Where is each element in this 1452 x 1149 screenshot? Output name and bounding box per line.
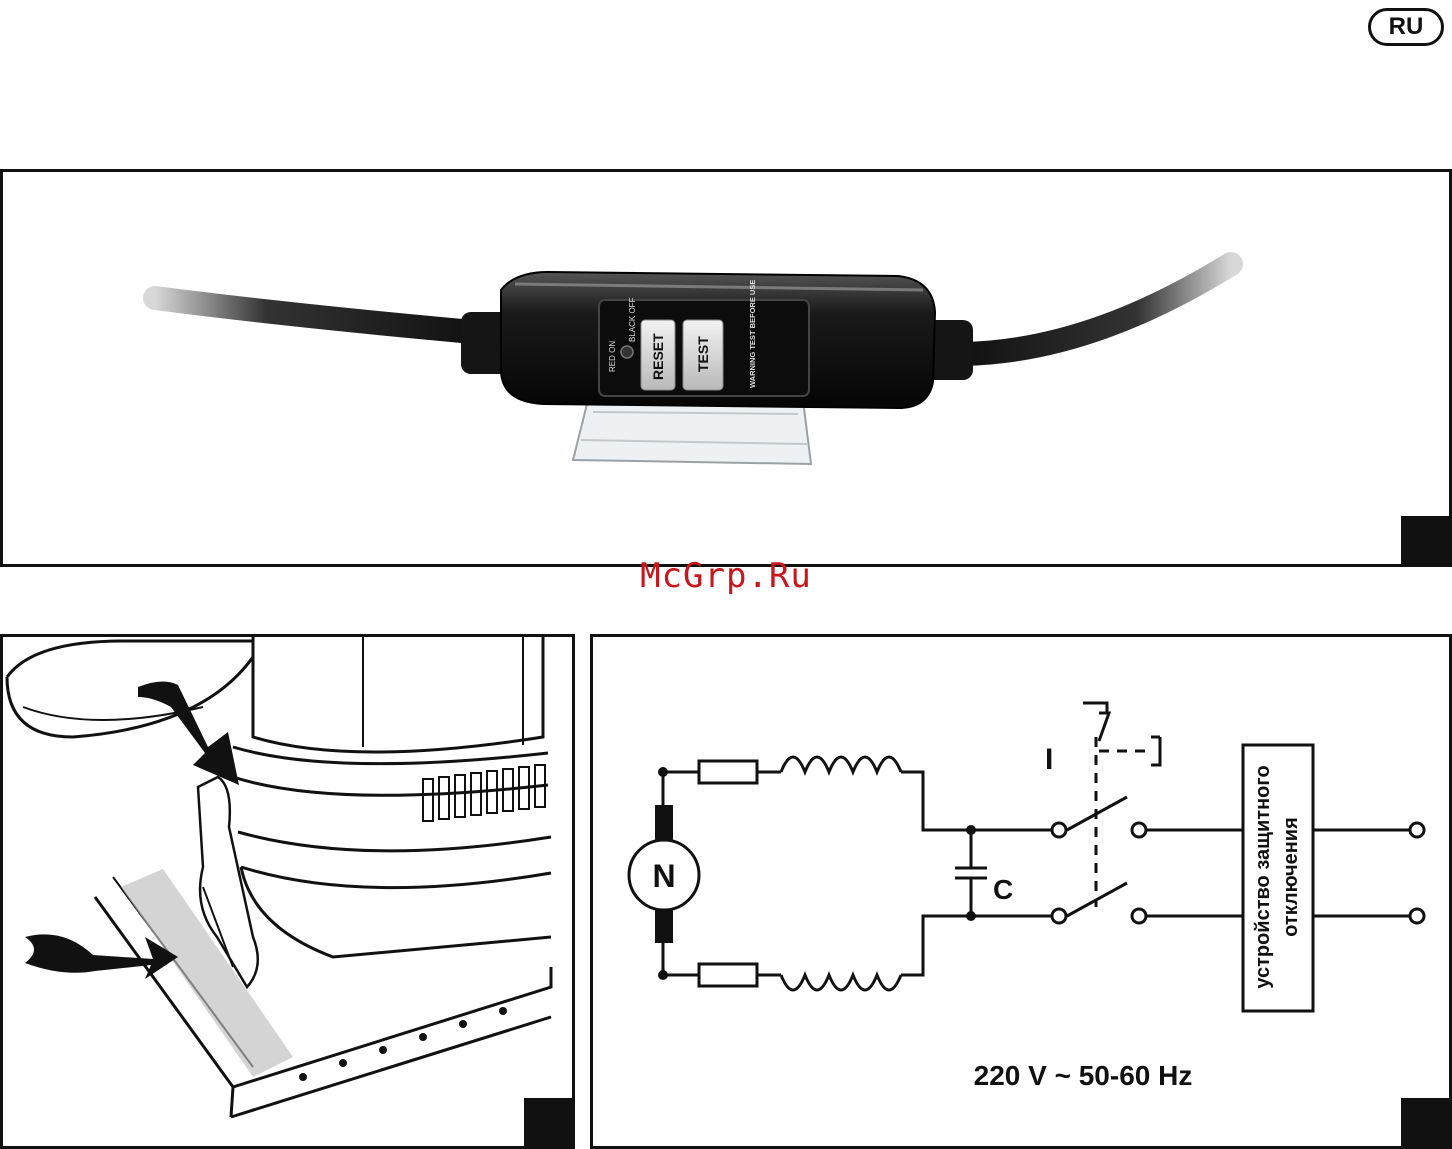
sander-clamp-illustration (3, 637, 572, 1146)
inductor-top (781, 757, 901, 772)
resistor-bottom (699, 964, 757, 986)
arrow-lower (25, 934, 178, 979)
rcd-label-line1: устройство защитного (1252, 765, 1274, 988)
motor-label: N (652, 858, 675, 894)
watermark: McGrp.Ru (0, 556, 1452, 596)
figure-marker-tab (524, 1098, 572, 1146)
indicator-black-label: BLACK OFF (628, 297, 637, 342)
figure-marker-tab (1401, 1098, 1449, 1146)
capacitor-label: C (993, 874, 1013, 905)
supply-label: 220 V ~ 50-60 Hz (974, 1060, 1193, 1091)
language-badge: RU (1368, 8, 1444, 46)
reset-button-label: RESET (650, 333, 666, 380)
language-badge-label: RU (1389, 13, 1424, 41)
resistor-top (699, 761, 757, 783)
inductor-bottom (781, 975, 901, 990)
circuit-diagram: N C I устройство защитного отключения 22… (593, 637, 1449, 1146)
figure-rcd-device-panel: RED ON BLACK OFF RESET TEST WARNING TEST… (0, 169, 1452, 567)
indicator-light (621, 346, 633, 358)
warning-label: WARNING TEST BEFORE USE (748, 280, 757, 388)
switch-label: I (1045, 743, 1053, 776)
cable-left (155, 298, 473, 332)
cable-right (963, 264, 1231, 354)
arrow-upper (138, 681, 239, 785)
test-button-label: TEST (695, 336, 711, 372)
rcd-device-illustration: RED ON BLACK OFF RESET TEST WARNING TEST… (3, 172, 1449, 564)
figure-circuit-panel: N C I устройство защитного отключения 22… (590, 634, 1452, 1149)
rcd-label-line2: отключения (1280, 817, 1302, 937)
indicator-red-label: RED ON (608, 341, 617, 372)
figure-sander-panel (0, 634, 575, 1149)
transparent-cover (573, 400, 811, 464)
